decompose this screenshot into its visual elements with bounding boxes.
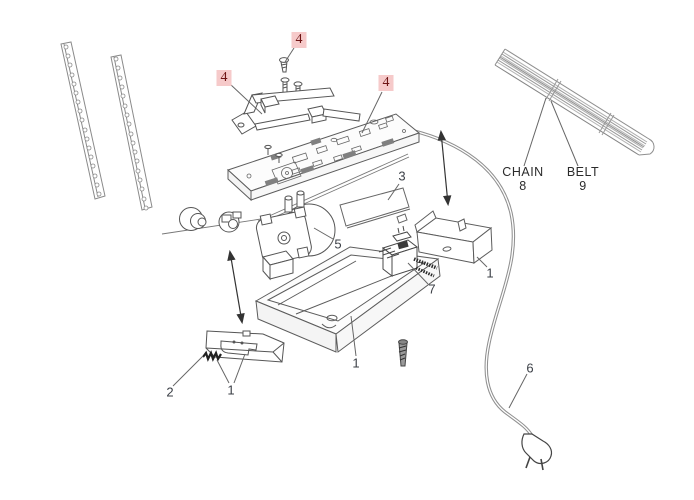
clamp-knob — [218, 211, 242, 233]
cover-screw — [264, 144, 272, 155]
callout-1-chassis: 1 — [352, 355, 360, 371]
cover-screw — [275, 152, 283, 163]
leader-line — [550, 100, 579, 167]
bushing-knob — [179, 207, 207, 231]
callout-4-screw[interactable]: 4 — [291, 32, 307, 48]
leader-line — [387, 183, 400, 201]
leader-line — [350, 315, 357, 357]
drive-rod-short — [161, 218, 262, 235]
leader-line — [407, 262, 429, 285]
carriage-bolt — [398, 339, 408, 367]
callout-6-power-cord: 6 — [526, 360, 534, 376]
hanging-strap-right — [110, 54, 153, 211]
pcb-components — [246, 115, 406, 187]
belt-label-name: BELT — [566, 165, 600, 179]
double-arrow-lower — [227, 249, 245, 325]
leader-line — [216, 359, 230, 384]
loose-screw — [279, 57, 289, 73]
manual-sheet — [339, 187, 411, 229]
rail-band — [598, 112, 615, 136]
leader-line — [523, 97, 547, 167]
chain-label: CHAIN 8 — [502, 165, 543, 193]
capacitor — [378, 225, 438, 278]
callout-4-bracket[interactable]: 4 — [216, 70, 232, 86]
motor-shaft-cylinders — [284, 190, 305, 213]
belt-label-number: 9 — [579, 179, 587, 193]
callout-1-end-box: 1 — [486, 265, 494, 281]
rail-assembly — [494, 48, 655, 156]
power-plug — [521, 433, 553, 471]
cover-panel — [227, 113, 421, 202]
hanging-strap-left — [60, 41, 106, 200]
callout-4-cover[interactable]: 4 — [378, 75, 394, 91]
callout-2-spring: 2 — [166, 384, 174, 400]
mounting-bracket — [231, 87, 361, 135]
leader-lines — [172, 47, 579, 409]
rail-end-hook — [638, 138, 655, 156]
leader-line — [361, 91, 383, 134]
leader-line — [284, 47, 295, 63]
belt-label: BELT 9 — [567, 165, 599, 193]
double-arrow-upper — [437, 129, 452, 207]
chain-label-name: CHAIN — [502, 165, 544, 179]
callout-1-lens-cover: 1 — [227, 382, 235, 398]
chain-label-number: 8 — [519, 179, 527, 193]
capacitor-wire — [415, 266, 435, 278]
rail-band — [545, 78, 562, 102]
leader-line — [229, 83, 263, 115]
motor — [255, 190, 336, 267]
leader-line — [313, 227, 334, 240]
bracket-screw-left — [280, 77, 290, 94]
end-cover-box — [415, 217, 493, 264]
drive-rod — [257, 153, 410, 225]
callout-5-motor: 5 — [334, 236, 342, 252]
callout-3-sheet: 3 — [398, 168, 406, 184]
traveler-stop-block — [262, 250, 294, 281]
spring — [202, 350, 222, 362]
leader-line — [508, 373, 528, 409]
leader-line — [172, 355, 204, 387]
leader-line — [233, 353, 246, 384]
lens-cover — [205, 330, 285, 363]
leader-line — [476, 256, 488, 268]
callout-7-capacitor: 7 — [428, 281, 436, 297]
capacitor-wire — [413, 257, 438, 270]
